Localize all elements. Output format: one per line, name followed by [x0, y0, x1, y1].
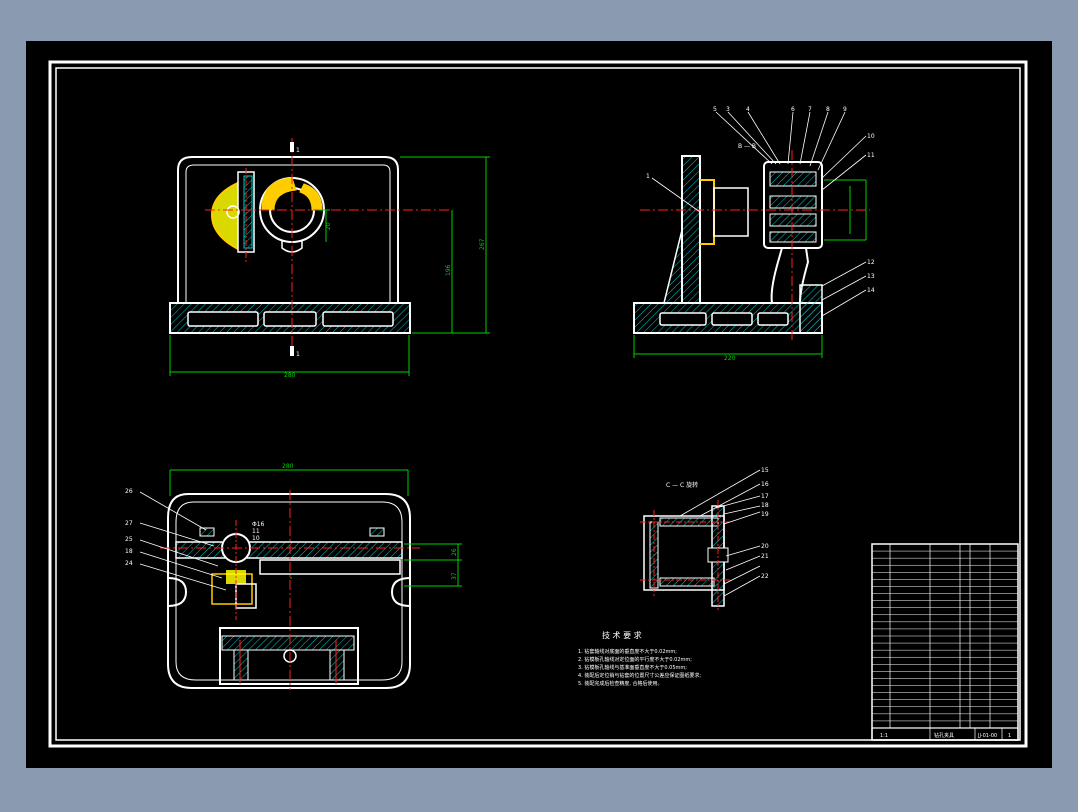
- plan-annotation-10: 10: [252, 535, 260, 542]
- drawing-number: JJ-01-00: [977, 733, 997, 739]
- plan-dim-width: 280: [282, 463, 294, 470]
- front-dim-height-center: 196: [445, 264, 452, 276]
- note-item-5: 5. 装配完成后检查精度, 合格后使用。: [578, 680, 663, 687]
- callout-detail-21: 21: [761, 553, 769, 560]
- side-section-label: B — B: [738, 143, 756, 150]
- front-dim-height-total: 267: [479, 238, 486, 250]
- drawing-title: 钻孔夹具: [934, 732, 954, 739]
- front-dim-width: 280: [284, 372, 296, 379]
- callout-plan-24: 24: [125, 560, 133, 567]
- front-view-dimensions: 280 267 196 20: [284, 222, 486, 379]
- title-block-text: 钻孔夹具 JJ-01-00 1:1 1: [880, 732, 1011, 739]
- detail-view: [640, 469, 761, 610]
- callout-plan-27: 27: [125, 520, 133, 527]
- title-block: [871, 727, 1019, 741]
- drawing-sheet: [26, 41, 1052, 768]
- note-item-4: 4. 装配后定位销与钻套的位置尺寸公差应保证图纸要求;: [578, 672, 701, 679]
- side-view-labels: B — B 220 1 5 3 4 6 7 8 9 10 11 12 13 14: [646, 106, 875, 362]
- callout-detail-18: 18: [761, 502, 769, 509]
- callout-side-top-5: 5: [713, 106, 717, 113]
- notes-heading: 技 术 要 求: [602, 630, 642, 640]
- technical-notes: 技 术 要 求 1. 钻套轴线对底面的垂直度不大于0.02mm; 2. 钻模板孔…: [578, 630, 701, 687]
- drawing-sheet-no: 1: [1008, 733, 1011, 739]
- inner-border: [55, 67, 1021, 741]
- side-dim-width: 220: [724, 355, 736, 362]
- callout-side-top-9: 9: [843, 106, 847, 113]
- callout-side-top-7: 7: [808, 106, 812, 113]
- callout-side-top-4: 4: [746, 106, 750, 113]
- plan-dim-right-b: 37: [451, 572, 458, 580]
- drawing-scale: 1:1: [880, 733, 888, 739]
- plan-annotation-11: 11: [252, 528, 260, 535]
- callout-side-right-13: 13: [867, 273, 875, 280]
- parts-list: [871, 543, 1019, 741]
- callout-detail-20: 20: [761, 543, 769, 550]
- plan-view-labels: 280 26 37 Φ16 11 10 26 27 25 18 24: [125, 463, 458, 580]
- plan-dim-right-a: 26: [451, 548, 458, 556]
- front-section-marks: 1 1: [296, 147, 300, 358]
- callout-side-top-6: 6: [791, 106, 795, 113]
- note-item-2: 2. 钻模板孔轴线对定位面的平行度不大于0.02mm;: [578, 656, 692, 663]
- plan-view: [139, 469, 462, 690]
- callout-plan-18: 18: [125, 548, 133, 555]
- callout-side-right-11: 11: [867, 152, 875, 159]
- outer-border: [48, 60, 1028, 748]
- callout-detail-19: 19: [761, 511, 769, 518]
- callout-side-1: 1: [646, 173, 650, 180]
- side-view: [633, 111, 870, 358]
- front-view: [169, 138, 490, 376]
- detail-view-labels: C — C 旋转 15 16 17 18 19 20 21 22: [666, 467, 769, 580]
- callout-side-right-14: 14: [867, 287, 875, 294]
- section-mark-top: 1: [296, 147, 300, 154]
- detail-title: C — C 旋转: [666, 481, 698, 489]
- callout-detail-17: 17: [761, 493, 769, 500]
- callout-plan-25: 25: [125, 536, 133, 543]
- callout-detail-16: 16: [761, 481, 769, 488]
- front-dim-small: 20: [325, 222, 332, 230]
- callout-side-right-10: 10: [867, 133, 875, 140]
- callout-plan-26: 26: [125, 488, 133, 495]
- callout-detail-15: 15: [761, 467, 769, 474]
- plan-annotation-phi16: Φ16: [252, 521, 265, 528]
- note-item-1: 1. 钻套轴线对底面的垂直度不大于0.02mm;: [578, 648, 677, 655]
- callout-side-right-12: 12: [867, 259, 875, 266]
- note-item-3: 3. 钻模板孔轴线与基准面垂直度不大于0.05mm;: [578, 664, 687, 671]
- callout-side-top-3: 3: [726, 106, 730, 113]
- callout-detail-22: 22: [761, 573, 769, 580]
- callout-side-top-8: 8: [826, 106, 830, 113]
- section-mark-bottom: 1: [296, 351, 300, 358]
